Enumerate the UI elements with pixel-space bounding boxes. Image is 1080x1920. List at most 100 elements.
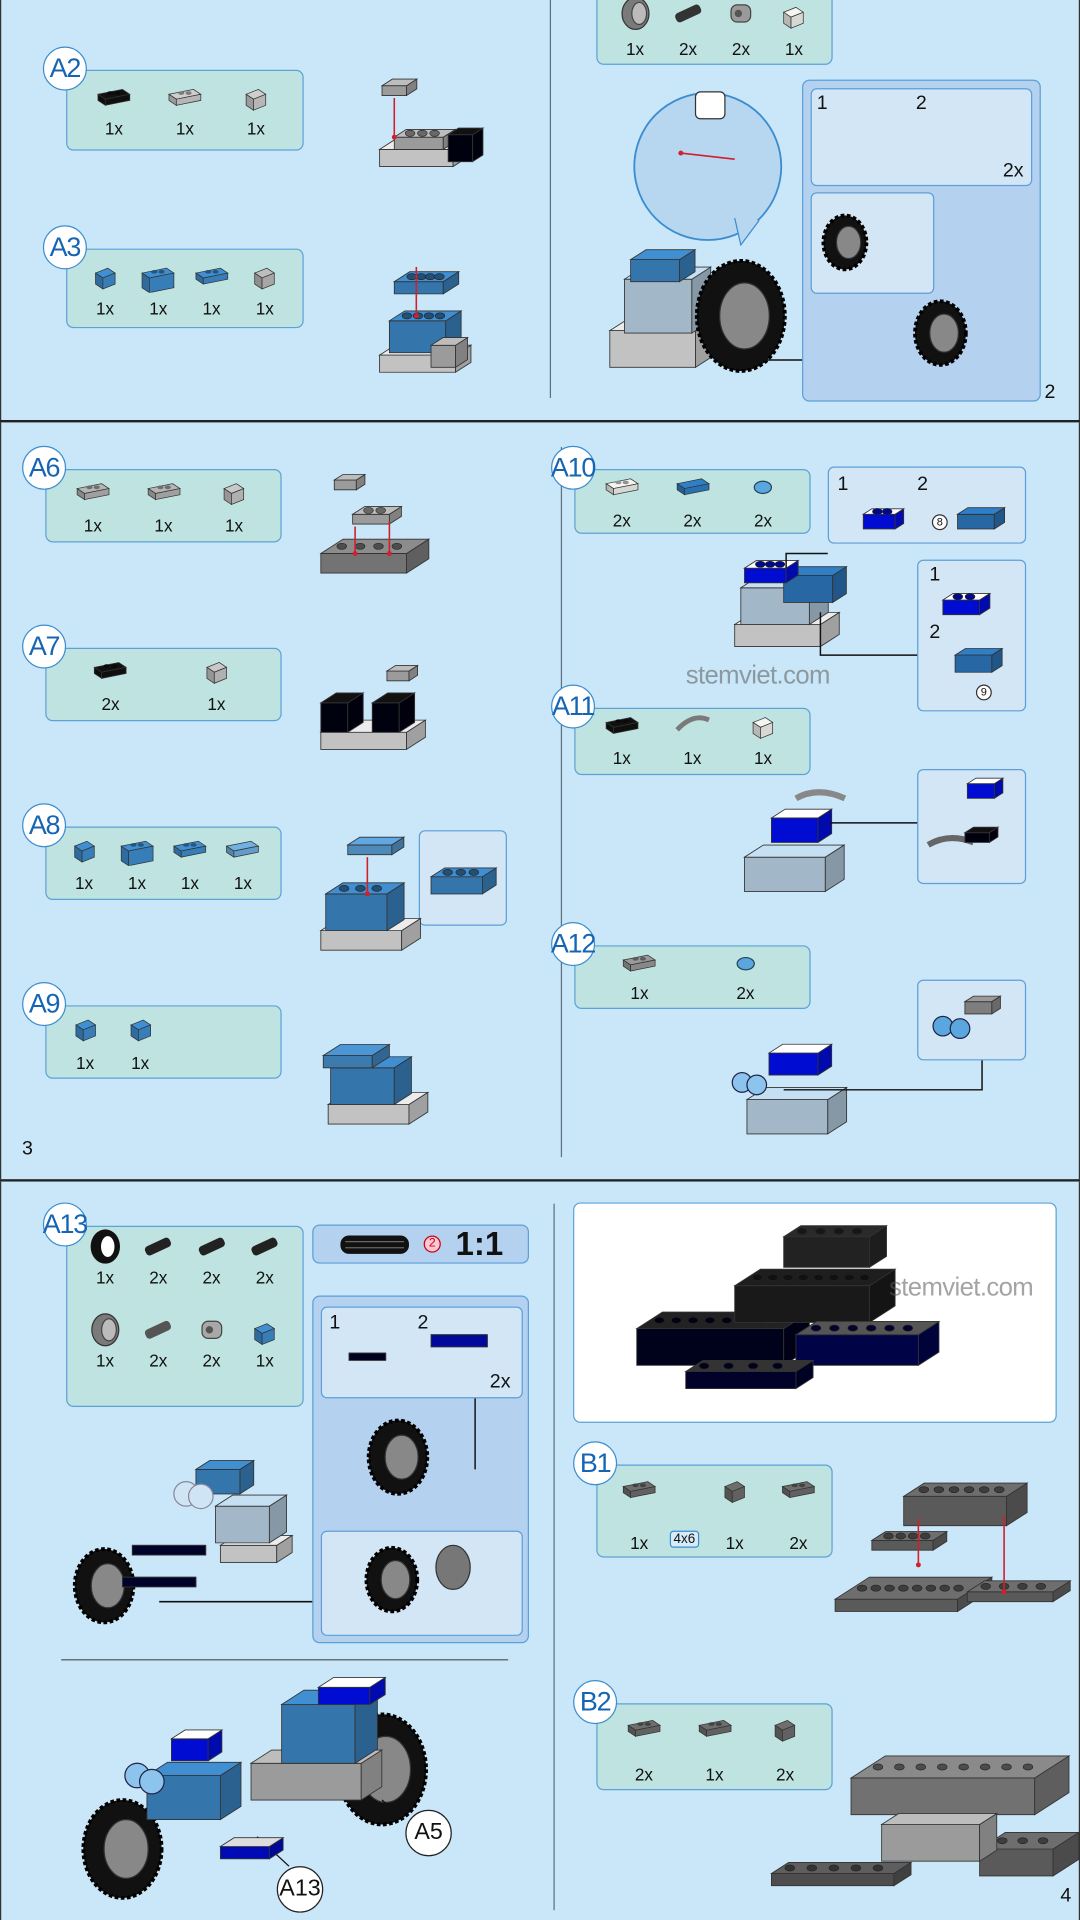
slope-part-icon (63, 829, 105, 872)
slope-part-icon (244, 256, 286, 299)
part-count: 1x (233, 873, 252, 893)
step-badge-A8: A8 (22, 803, 67, 848)
model-chassis (635, 1224, 941, 1390)
scale-indicator: 2 1:1 (312, 1224, 529, 1264)
part-count: 2x (736, 983, 755, 1003)
a10-substep-box: 1 2 8 (827, 466, 1027, 544)
separator (61, 1659, 509, 1661)
parts-list-B2 (596, 1703, 833, 1791)
slope-part-icon (119, 1008, 161, 1051)
callout-a5: A5 (405, 1809, 452, 1857)
watermark: stemviet.com (888, 1273, 1034, 1302)
plate-part-icon (164, 77, 206, 120)
plate-part-icon (618, 1469, 660, 1512)
model-a5-callout (633, 91, 783, 247)
sticker-number: 9 (975, 684, 992, 701)
slope-part-icon (714, 1469, 756, 1512)
slope-part-icon (196, 650, 238, 693)
slope-part-icon (213, 471, 255, 514)
part-count: 1x (154, 515, 173, 536)
part-count: 1x (625, 39, 645, 59)
substep-2-label: 2 (917, 473, 929, 495)
parts-list-A9 (45, 1005, 282, 1079)
part-count: 1x (95, 1350, 115, 1371)
model-b2 (769, 1755, 1080, 1887)
page-number: 2 (1044, 382, 1056, 403)
model-a8 (319, 836, 498, 951)
tire-tread-icon (340, 1235, 409, 1254)
slope-part-icon (244, 1311, 286, 1354)
connector-part-icon (720, 0, 762, 38)
page-number: 3 (22, 1138, 33, 1160)
page-divider (0, 420, 1080, 423)
model-final (81, 1676, 428, 1900)
page-number: 4 (1060, 1885, 1072, 1907)
parts-list-A7 (45, 647, 282, 722)
part-count: 1x (74, 873, 94, 893)
part-count: 2x (776, 1764, 795, 1785)
model-a12 (731, 995, 1002, 1135)
step-badge-A9: A9 (22, 982, 67, 1027)
substep-2-label: 2 (417, 1312, 429, 1334)
bar-part-icon (672, 705, 714, 748)
part-count: 1x (149, 298, 168, 319)
column-divider (553, 1203, 555, 1911)
part-count: 1x (131, 1053, 150, 1073)
step-badge-B1: B1 (573, 1441, 618, 1486)
part-count: 2x (149, 1267, 168, 1287)
part-count: 1x (753, 748, 773, 768)
bracket-part-icon (93, 77, 135, 120)
part-count: 2x (789, 1533, 808, 1553)
tire-substep-box (320, 1530, 523, 1636)
step-badge-A3: A3 (42, 225, 87, 270)
part-count: 1x (127, 873, 147, 893)
step-badge-A11: A11 (551, 684, 595, 729)
parts-list-B1 (596, 1464, 833, 1558)
part-count: 2x (612, 510, 631, 531)
part-count: 1x (683, 748, 702, 768)
connector-part-icon (191, 1311, 233, 1354)
tile-part-icon (222, 829, 264, 872)
brick-part-icon (116, 829, 158, 872)
part-count: 2x (149, 1350, 168, 1371)
part-count: 2x (101, 694, 120, 714)
plate-part-icon (778, 1469, 820, 1512)
bracket-part-icon (90, 650, 132, 693)
part-count: 2x (683, 510, 702, 531)
model-a2 (378, 78, 485, 168)
model-a3 (378, 266, 473, 374)
part-count: 1x (225, 515, 244, 536)
rim-part-icon (84, 1311, 126, 1354)
step-badge-A10: A10 (551, 445, 596, 490)
substep-2-label: 2 (929, 622, 941, 643)
part-count: 2x (202, 1350, 221, 1371)
part-count: 1x (725, 1533, 744, 1553)
watermark: stemviet.com (685, 661, 831, 690)
part-count: 1x (83, 515, 102, 536)
parts-list-A6 (45, 468, 282, 543)
part-count: 2x (678, 39, 698, 59)
part-count: 1x (76, 1053, 95, 1073)
part-count: 1x (255, 298, 274, 319)
part-count: 1x (784, 39, 803, 59)
step-badge-B2: B2 (573, 1680, 618, 1725)
part-count: 2x (753, 510, 773, 531)
part-count: 1x (246, 118, 265, 139)
part-count: 1x (202, 298, 221, 319)
parts-list-A2 (66, 69, 304, 151)
tire-part-icon (84, 1228, 126, 1271)
slope-part-icon (64, 1008, 106, 1051)
axle-part-icon (137, 1228, 179, 1271)
part-count: 1x (95, 298, 115, 319)
part-count: 1x (180, 873, 200, 893)
substep-count: 2x (489, 1371, 511, 1393)
round-part-icon (742, 467, 784, 510)
model-a11 (743, 777, 1005, 893)
model-a7 (319, 664, 427, 751)
substep-1-label: 1 (329, 1312, 341, 1334)
bracket-part-icon (601, 705, 643, 748)
axle-substep-box: 1 2 2x (810, 88, 1033, 187)
part-count: 2x (255, 1267, 274, 1287)
part-count: 1x (705, 1764, 724, 1785)
part-count: 1x (207, 694, 226, 714)
